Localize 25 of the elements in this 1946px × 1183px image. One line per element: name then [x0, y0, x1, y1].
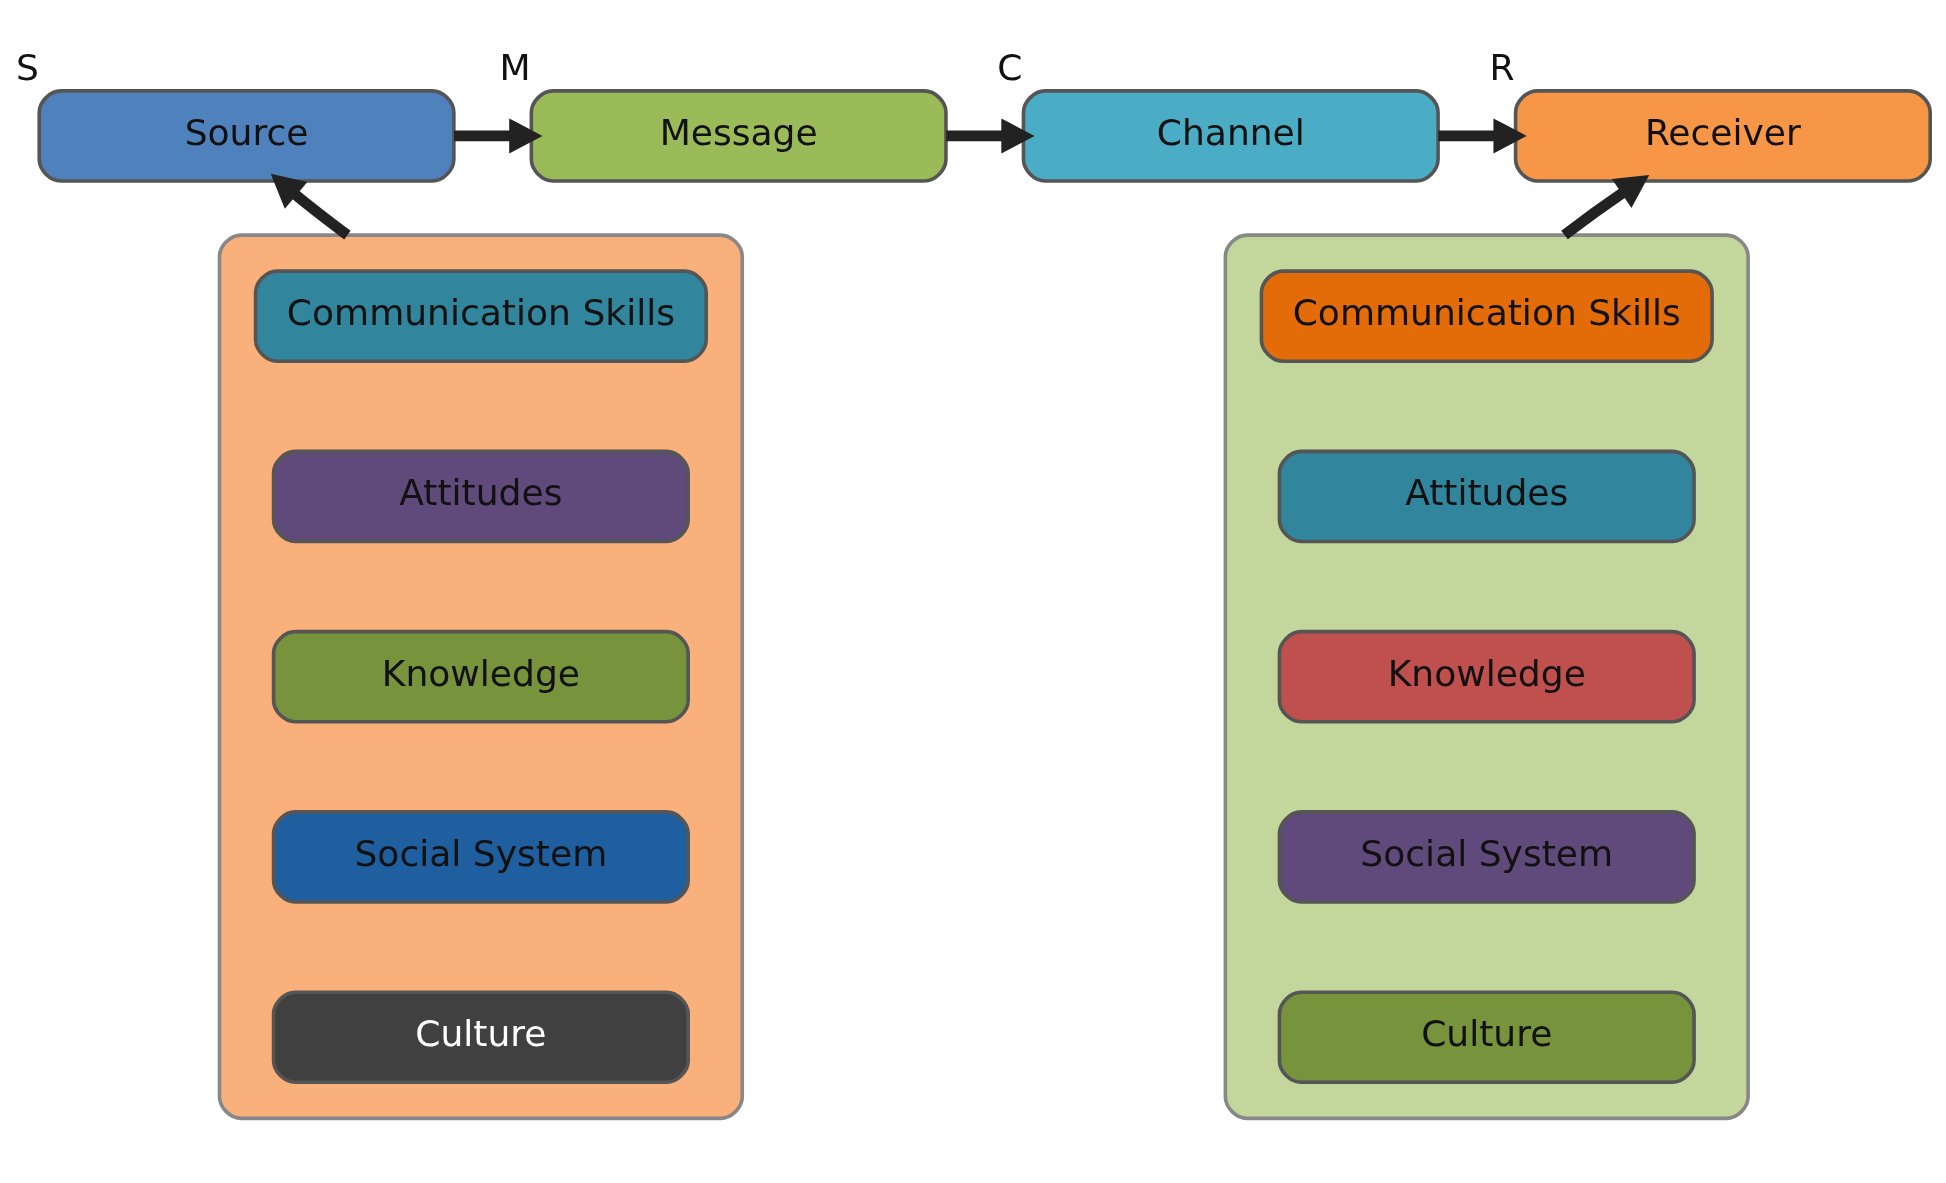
node-box: Receiver [1513, 88, 1932, 183]
node-box: Social System [1277, 809, 1696, 904]
arrow [270, 173, 351, 239]
node-box: Culture [1277, 989, 1696, 1084]
node-box: Channel [1021, 88, 1440, 183]
node-box: Attitudes [271, 449, 690, 543]
node-label: S [16, 46, 39, 89]
node-box: Communication Skills [1259, 268, 1714, 363]
node-box: Culture [271, 989, 690, 1084]
node-box: Knowledge [271, 629, 690, 724]
cluster [1223, 232, 1750, 1120]
node-box: Attitudes [1277, 449, 1696, 543]
node-label: C [997, 46, 1023, 89]
arrow [454, 117, 543, 153]
arrow [1561, 174, 1650, 239]
arrow [1438, 117, 1527, 153]
cluster [217, 232, 745, 1120]
node-box: Knowledge [1277, 629, 1696, 724]
node-box: Message [529, 88, 948, 183]
node-box: Source [37, 88, 456, 183]
node-label: R [1489, 46, 1515, 89]
node-box: Communication Skills [253, 268, 708, 363]
node-label: M [499, 46, 531, 89]
node-box: Social System [271, 809, 690, 904]
arrow [946, 117, 1035, 153]
